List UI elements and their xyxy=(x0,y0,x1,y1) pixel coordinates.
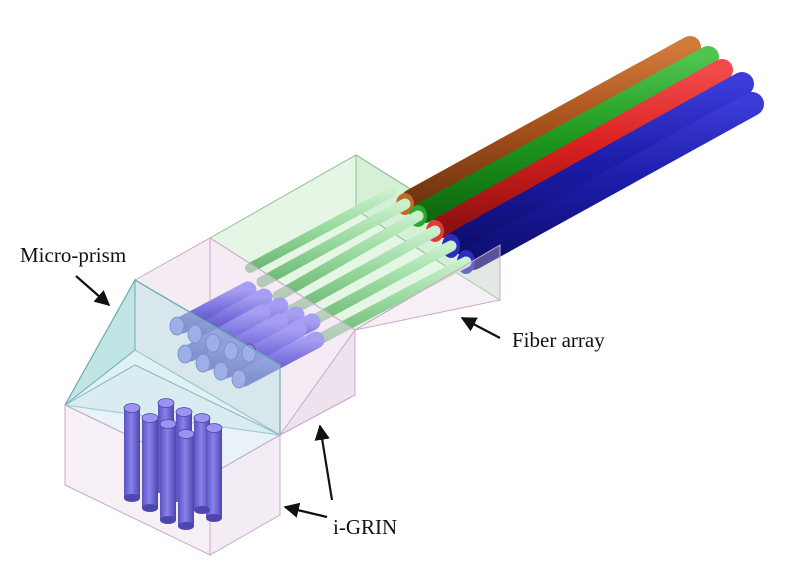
i-grin-arrow-up xyxy=(314,424,334,501)
fiber-array-arrow xyxy=(460,317,501,339)
fiber-array-label: Fiber array xyxy=(512,328,605,352)
vertical-grin-rods xyxy=(123,398,223,530)
micro-prism-arrow xyxy=(75,275,111,307)
micro-prism-label: Micro-prism xyxy=(20,243,126,267)
fiber-jackets xyxy=(396,36,764,274)
fiber-green xyxy=(414,46,719,223)
i-grin-label: i-GRIN xyxy=(333,515,397,539)
fiber-blue-1 xyxy=(446,72,754,254)
i-grin-arrow-left xyxy=(283,502,328,519)
annotation-arrows xyxy=(75,275,501,519)
fiber-brown xyxy=(401,36,701,211)
fiber-red xyxy=(431,59,733,238)
fiber-blue-2 xyxy=(461,92,764,270)
